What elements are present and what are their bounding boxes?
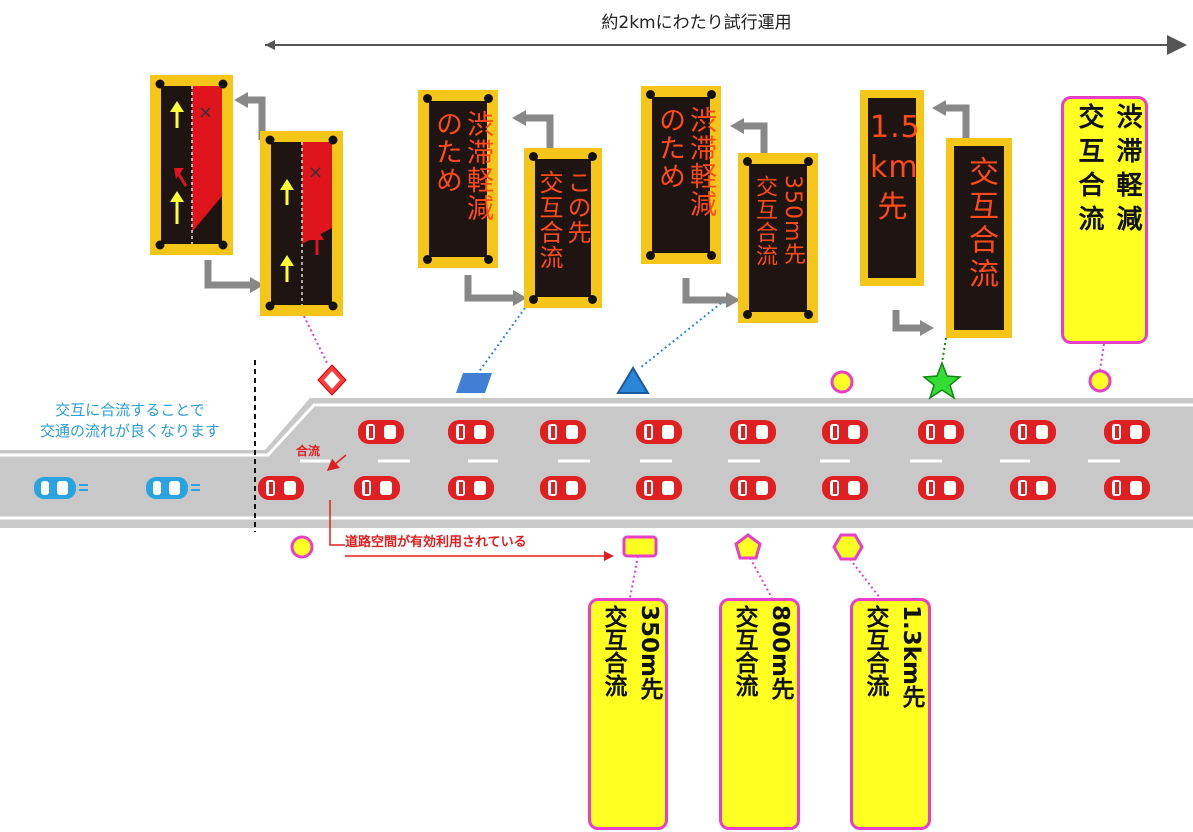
panel-text: 渋滞軽減 交互合流 <box>1070 103 1146 339</box>
panel-800: 800m先 交互合流 <box>719 598 800 830</box>
marker-hexagon <box>834 535 862 559</box>
panel-text: 1.3km先 交互合流 <box>857 605 929 829</box>
vms-text: 交互合流 <box>964 156 996 326</box>
vms-sign-3-back: 350m先 交互合流 <box>738 153 818 323</box>
vms-sign-4-front: 1.5 km 先 <box>860 90 924 286</box>
left-note-line-1: 交互に合流することで <box>0 400 260 421</box>
vms-text: 350m先 交互合流 <box>750 175 806 311</box>
marker-circle-top <box>832 372 852 392</box>
space-note: 道路空間が有効利用されている <box>345 531 527 550</box>
marker-parallelogram <box>456 373 492 393</box>
vms-sign-3-front: 渋滞軽減 のため <box>641 86 721 264</box>
marker-circle-bottom <box>292 537 312 557</box>
marker-pentagon <box>736 535 760 558</box>
left-note: 交互に合流することで 交通の流れが良くなります <box>0 400 260 442</box>
marker-diamond <box>318 365 346 395</box>
panel-top-right: 渋滞軽減 交互合流 <box>1061 96 1148 344</box>
panel-350: 350m先 交互合流 <box>588 598 668 830</box>
panel-1-3: 1.3km先 交互合流 <box>850 598 931 830</box>
marker-circle-right <box>1090 371 1110 391</box>
vms-text: この先 交互合流 <box>535 170 591 298</box>
marker-star <box>924 363 960 398</box>
vms-sign-2-front: 渋滞軽減 のため <box>418 90 498 268</box>
lane-sign-1: × <box>150 75 233 255</box>
vms-text: 1.5 km 先 <box>870 108 916 228</box>
road <box>0 360 1193 532</box>
lane-sign-2: × <box>260 131 343 316</box>
merge-label: 合流 <box>296 442 320 459</box>
marker-triangle <box>618 368 648 393</box>
vms-sign-2-back: この先 交互合流 <box>524 148 602 308</box>
panel-text: 800m先 交互合流 <box>726 605 798 829</box>
svg-text:×: × <box>198 102 213 123</box>
cars-upper-lane <box>358 420 1150 444</box>
left-note-line-2: 交通の流れが良くなります <box>0 421 260 442</box>
vms-sign-4-back: 交互合流 <box>946 138 1012 338</box>
vms-text: 渋滞軽減 のため <box>654 106 716 246</box>
vms-text: 渋滞軽減 のため <box>431 110 493 250</box>
marker-rect <box>624 537 656 556</box>
svg-text:×: × <box>308 162 323 183</box>
panel-text: 350m先 交互合流 <box>595 605 667 829</box>
